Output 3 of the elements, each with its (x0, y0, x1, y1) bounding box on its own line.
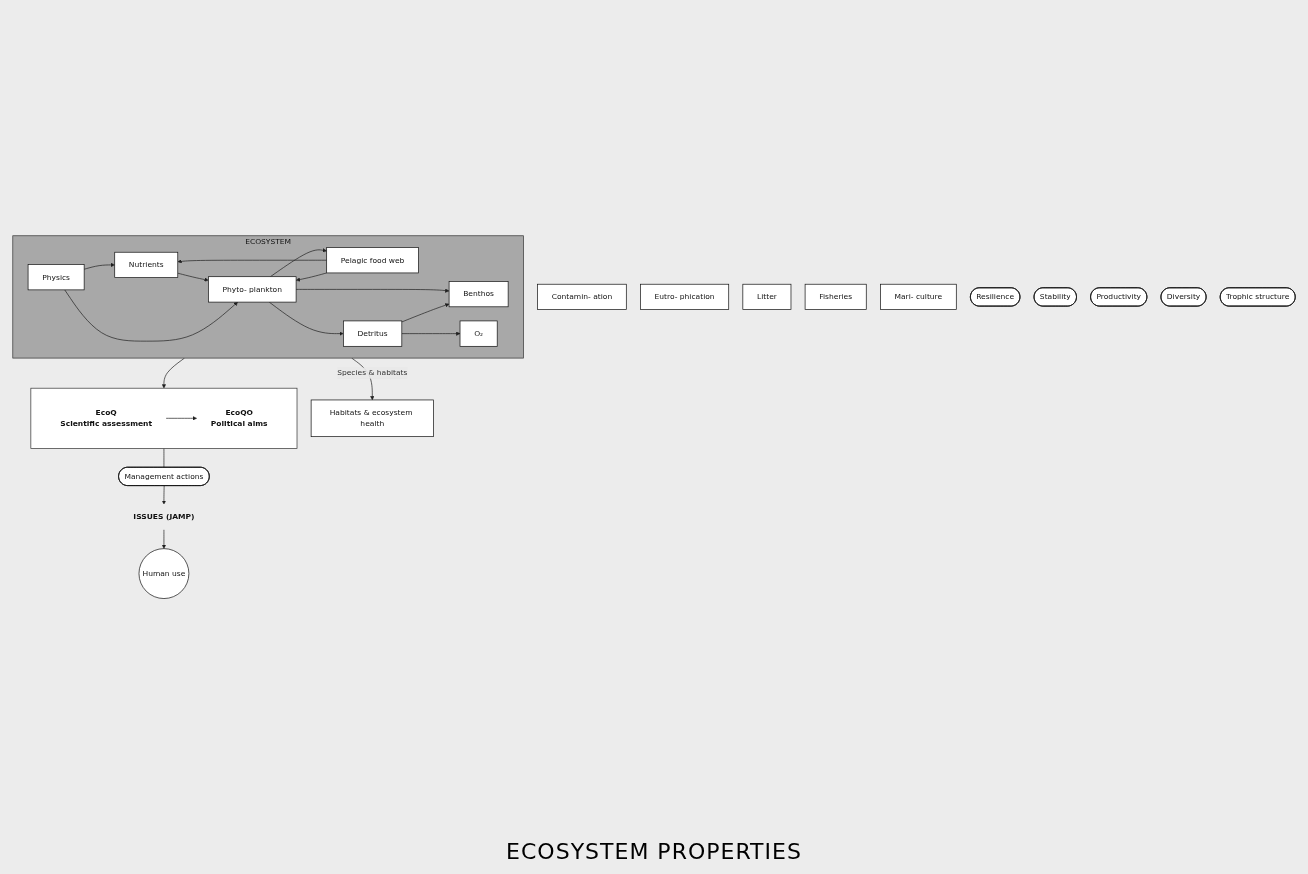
section-heading: ECOSYSTEM PROPERTIES (506, 839, 802, 864)
cluster (30, 388, 298, 450)
connector (163, 448, 165, 468)
